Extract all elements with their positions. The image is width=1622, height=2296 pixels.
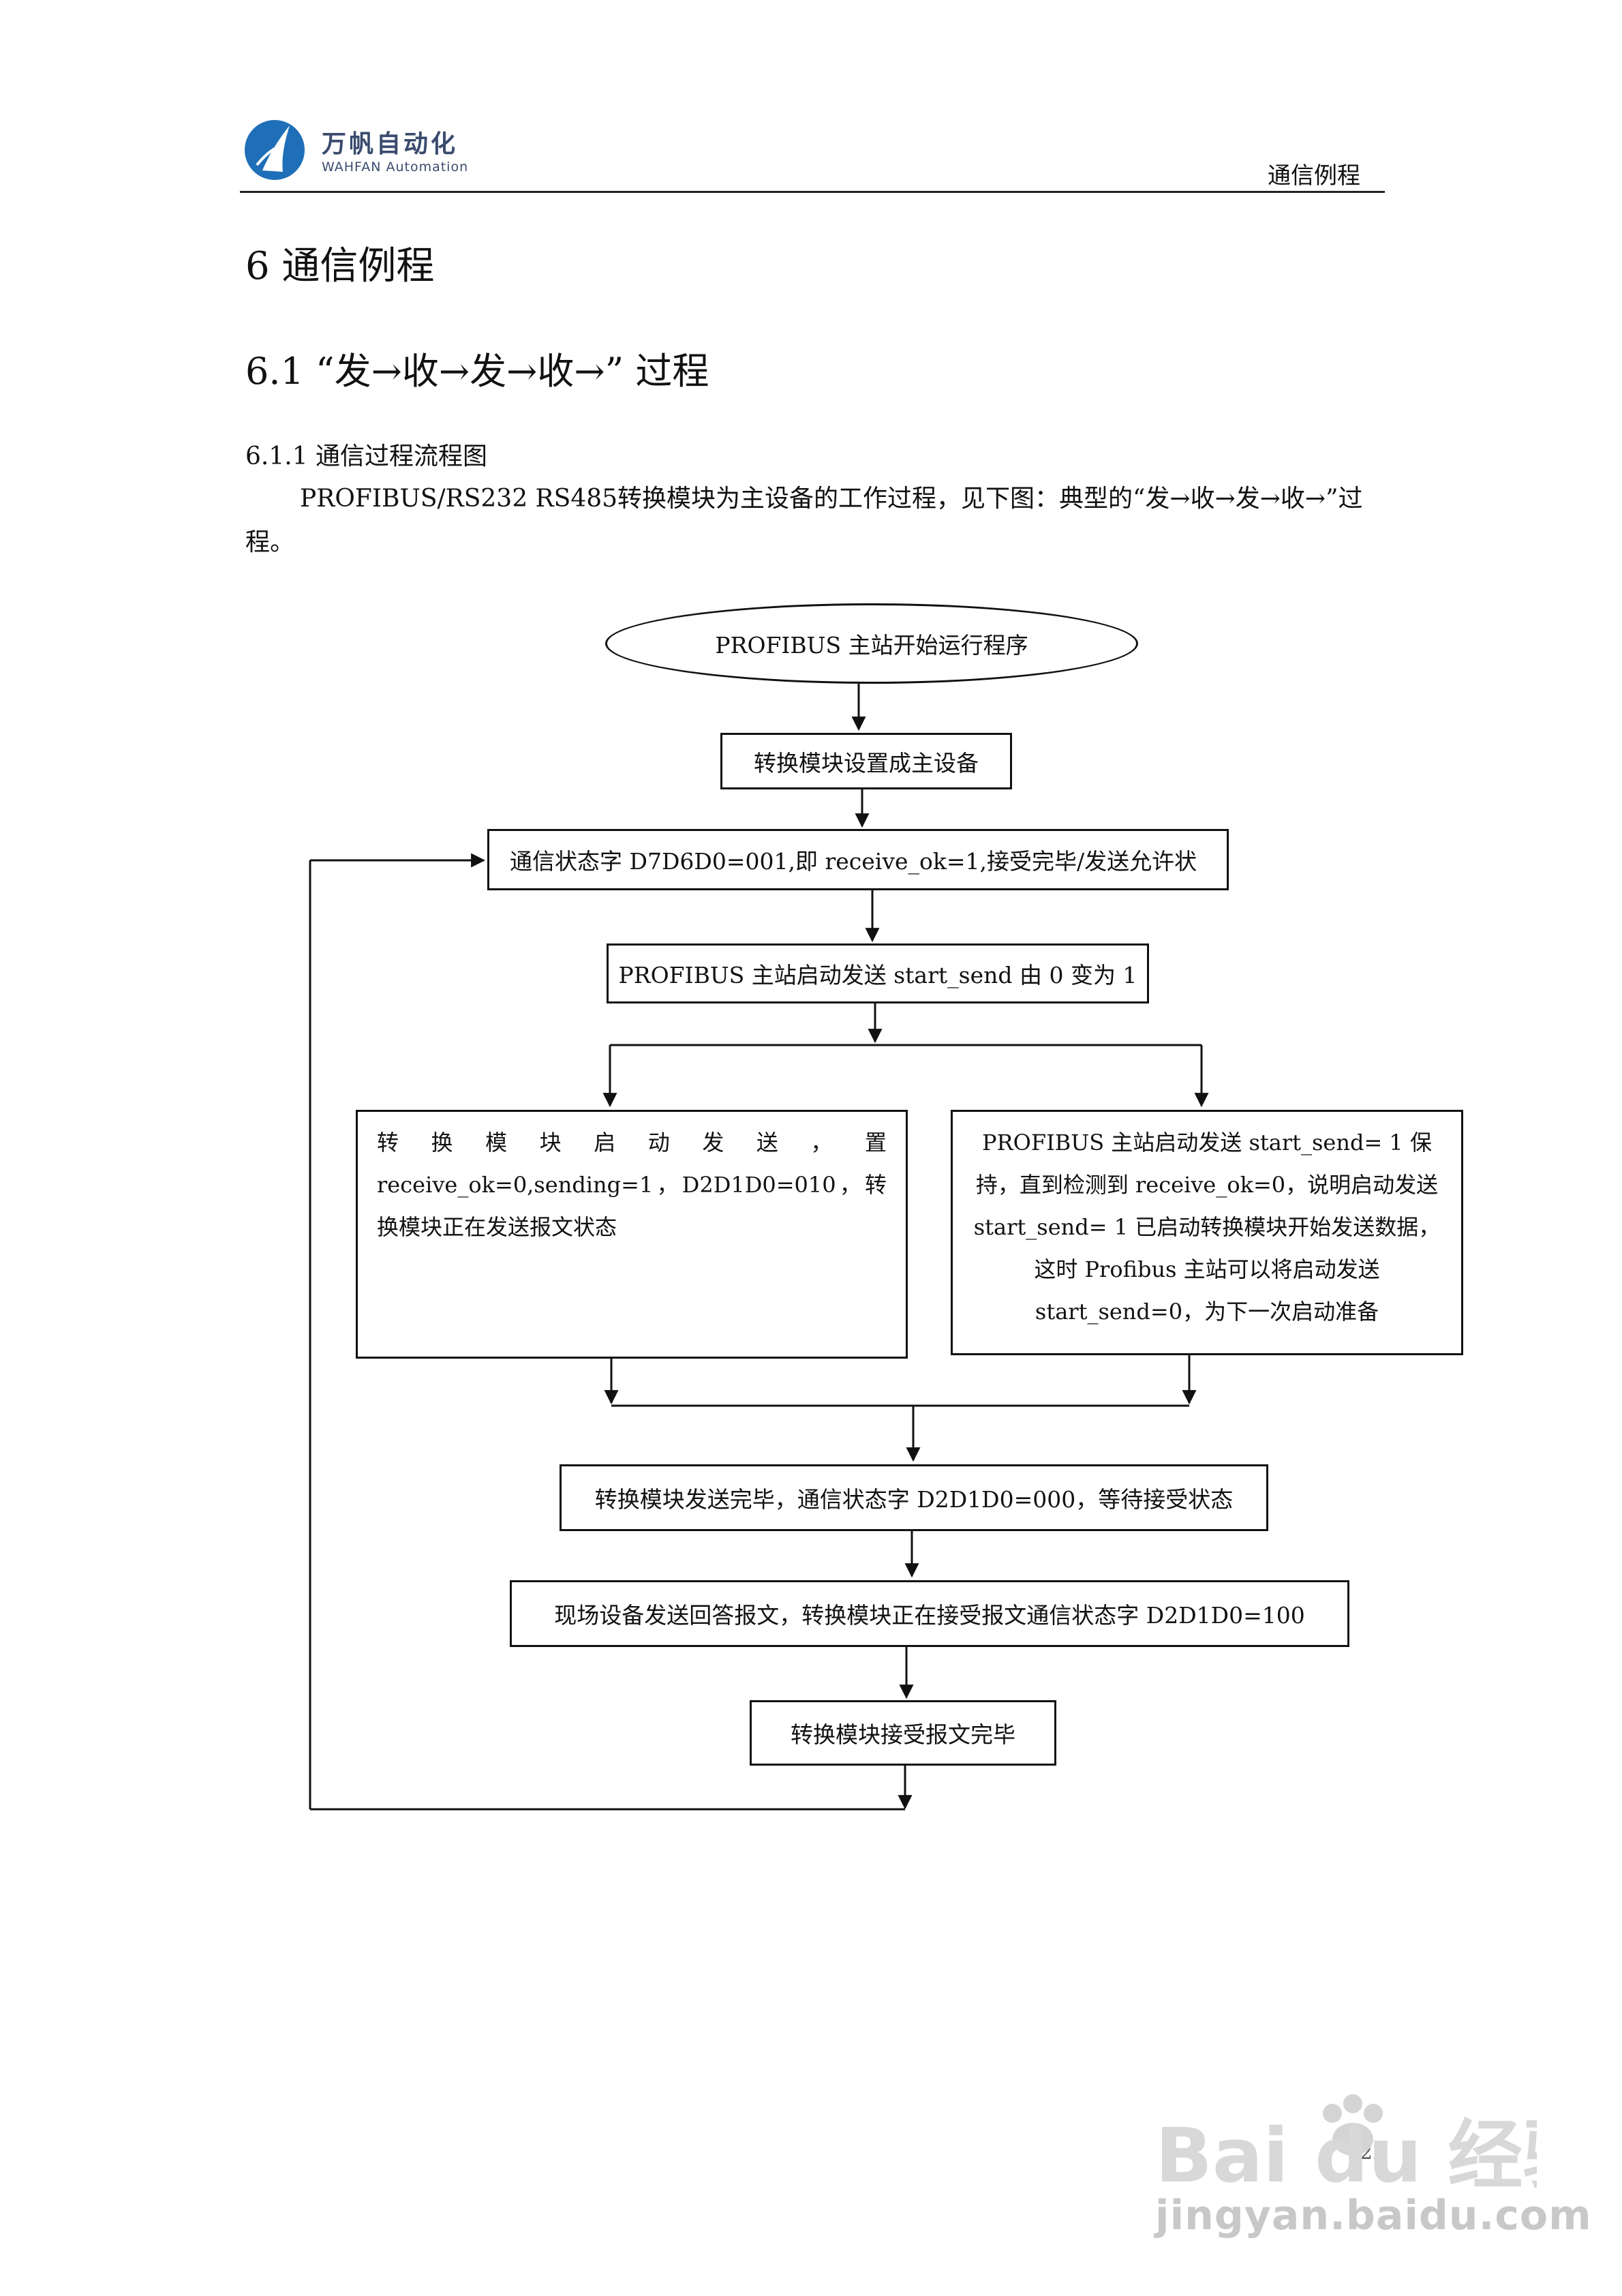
section-heading: 6.1 “发→收→发→收→” 过程 — [245, 350, 709, 393]
baidu-watermark-logo-icon: Bai du 经验 — [1155, 2086, 1597, 2236]
flow-step-receiving: 现场设备发送回答报文，转换模块正在接受报文通信状态字 D2D1D0=100 — [510, 1580, 1349, 1647]
flow-step-status-word-label: 通信状态字 D7D6D0=001,即 receive_ok=1,接受完毕/发送允… — [510, 848, 1197, 875]
chapter-heading: 6 通信例程 — [245, 244, 435, 288]
flow-step-set-master: 转换模块设置成主设备 — [720, 733, 1012, 789]
flow-step-receive-complete: 转换模块接受报文完毕 — [750, 1700, 1056, 1766]
flow-step-send-complete: 转换模块发送完毕，通信状态字 D2D1D0=000，等待接受状态 — [560, 1464, 1268, 1531]
flow-branch-left-label: 转 换 模 块 启 动 发 送 ， 置 receive_ok=0,sending… — [377, 1130, 887, 1240]
flow-branch-left: 转 换 模 块 启 动 发 送 ， 置 receive_ok=0,sending… — [356, 1110, 908, 1359]
flow-step-start-send-label: PROFIBUS 主站启动发送 start_send 由 0 变为 1 — [618, 962, 1137, 988]
flow-step-status-word: 通信状态字 D7D6D0=001,即 receive_ok=1,接受完毕/发送允… — [487, 829, 1229, 890]
header-section-title: 通信例程 — [1268, 162, 1360, 190]
subsection-heading: 6.1.1 通信过程流程图 — [245, 442, 488, 470]
flow-start-oval: PROFIBUS 主站开始运行程序 — [605, 603, 1138, 684]
flow-branch-right-label: PROFIBUS 主站启动发送 start_send= 1 保持，直到检测到 r… — [973, 1130, 1441, 1325]
watermark-url: jingyan.baidu.com — [1155, 2192, 1592, 2239]
company-name-cn: 万帆自动化 — [322, 130, 459, 158]
company-name-en: WAHFAN Automation — [322, 160, 469, 175]
flow-step-send-complete-label: 转换模块发送完毕，通信状态字 D2D1D0=000，等待接受状态 — [594, 1486, 1234, 1513]
flow-branch-right: PROFIBUS 主站启动发送 start_send= 1 保持，直到检测到 r… — [951, 1110, 1463, 1355]
flow-start-label: PROFIBUS 主站开始运行程序 — [715, 632, 1028, 659]
watermark-brand: Bai du 经验 — [1155, 2112, 1537, 2195]
flow-step-receive-complete-label: 转换模块接受报文完毕 — [791, 1721, 1015, 1748]
flow-step-start-send: PROFIBUS 主站启动发送 start_send 由 0 变为 1 — [607, 943, 1149, 1003]
flow-step-set-master-label: 转换模块设置成主设备 — [754, 749, 979, 776]
company-logo-icon — [242, 117, 307, 183]
intro-paragraph: PROFIBUS/RS232 RS485转换模块为主设备的工作过程，见下图：典型… — [245, 485, 1363, 556]
header-divider — [240, 191, 1385, 193]
flow-step-receiving-label: 现场设备发送回答报文，转换模块正在接受报文通信状态字 D2D1D0=100 — [554, 1602, 1305, 1629]
